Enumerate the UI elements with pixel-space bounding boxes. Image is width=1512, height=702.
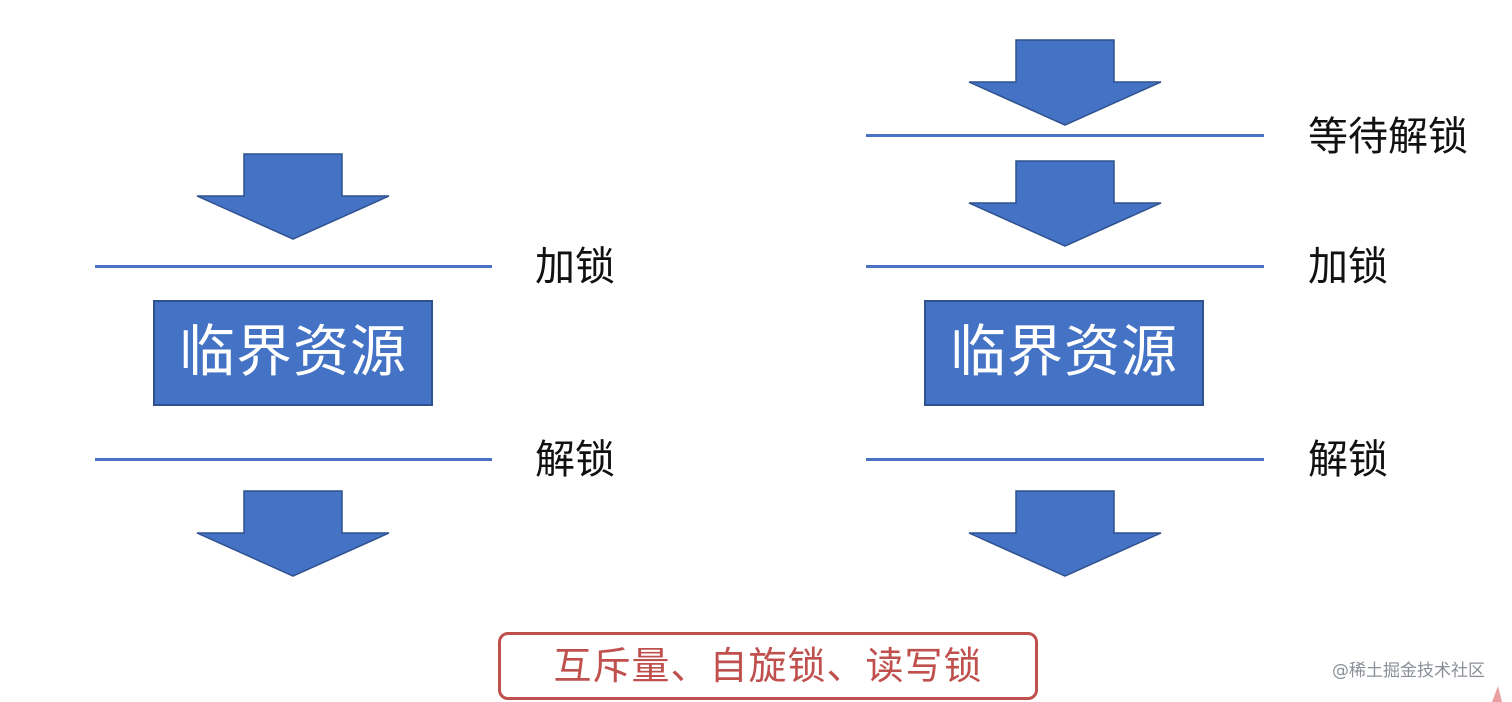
right-lock-line xyxy=(866,265,1264,268)
right-lock-label: 加锁 xyxy=(1308,244,1388,290)
right-wait-line xyxy=(866,134,1264,137)
right-critical-resource-box: 临界资源 xyxy=(924,300,1204,406)
left-lock-line xyxy=(95,265,492,268)
left-lock-label: 加锁 xyxy=(535,244,615,290)
left-unlock-label: 解锁 xyxy=(535,437,615,483)
right-wait-unlock-label: 等待解锁 xyxy=(1308,114,1468,160)
left-unlock-line xyxy=(95,458,492,461)
watermark-text: @稀土掘金技术社区 xyxy=(1332,661,1485,681)
left-bottom-down-arrow xyxy=(195,490,391,578)
left-critical-resource-box: 临界资源 xyxy=(153,300,433,406)
right-top-down-arrow xyxy=(967,39,1163,127)
right-unlock-label: 解锁 xyxy=(1308,437,1388,483)
right-middle-down-arrow xyxy=(967,160,1163,248)
lock-types-summary-box: 互斥量、自旋锁、读写锁 xyxy=(498,632,1038,700)
right-bottom-down-arrow xyxy=(967,490,1163,578)
corner-logo-icon xyxy=(1490,680,1510,702)
right-unlock-line xyxy=(866,458,1264,461)
left-top-down-arrow xyxy=(195,153,391,241)
